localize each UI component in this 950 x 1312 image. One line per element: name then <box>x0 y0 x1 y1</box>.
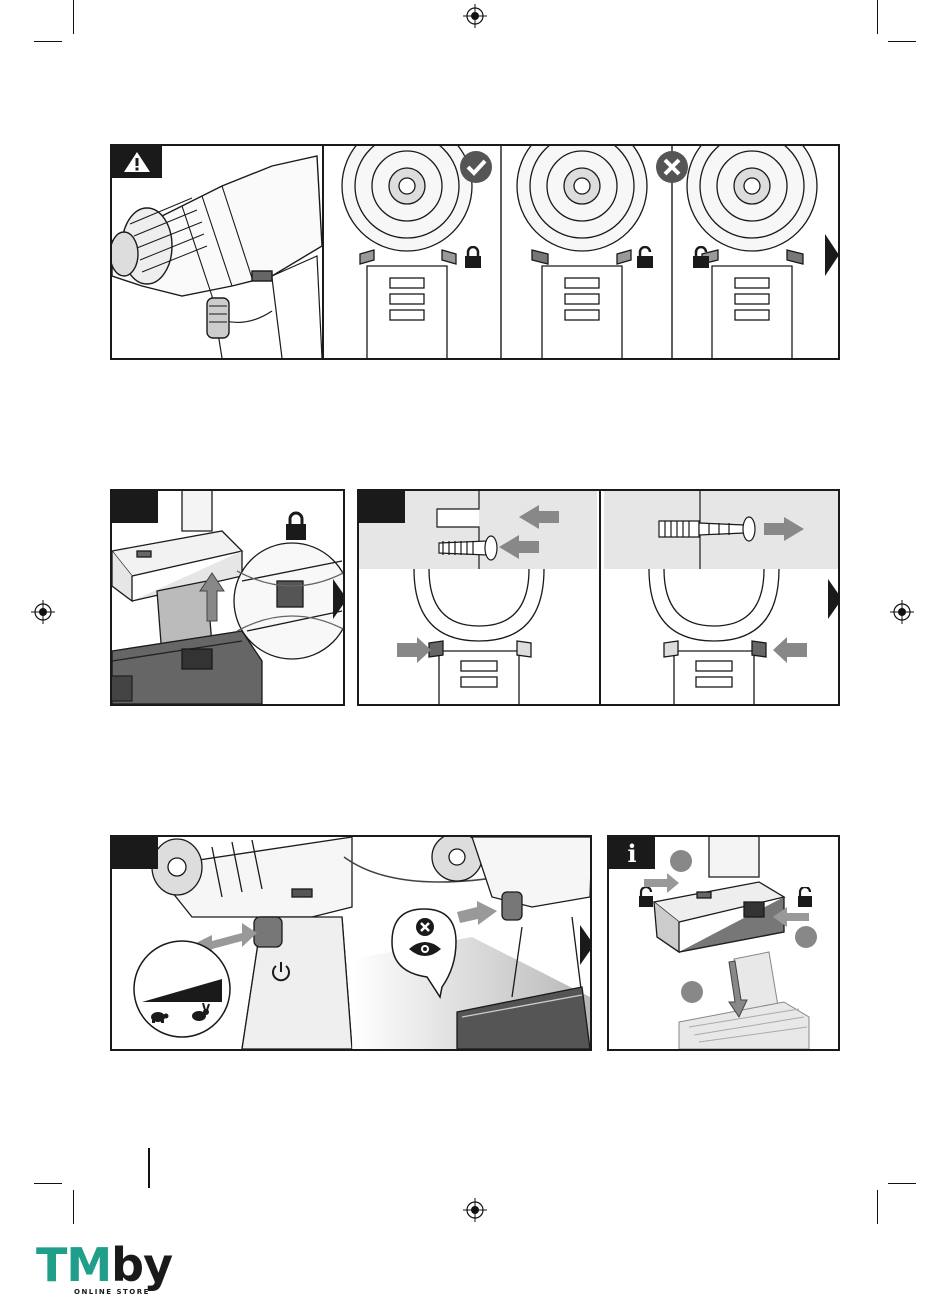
logo-tm-text: TM <box>36 1238 111 1292</box>
logo-by-text: by <box>111 1238 172 1292</box>
lock-icon <box>285 511 307 541</box>
figure-3a-panel <box>110 835 592 1051</box>
arrow-right-icon <box>333 579 345 619</box>
figure-3a-tag <box>112 837 158 869</box>
figure-2a-tag <box>112 491 158 523</box>
arrow-right-icon <box>580 925 592 965</box>
figure-2b-tag <box>359 491 405 523</box>
cross-circle-icon <box>655 150 689 184</box>
crop-mark <box>888 1183 916 1184</box>
arrow-right-icon <box>825 234 839 276</box>
registration-mark-icon <box>890 600 914 624</box>
power-icon <box>270 961 292 983</box>
crop-mark <box>877 1190 878 1224</box>
figure-3b-panel: i <box>607 835 840 1051</box>
arrow-right-icon <box>828 579 840 619</box>
drill-front-view-2 <box>517 146 647 358</box>
turtle-icon <box>148 1009 170 1023</box>
unlock-icon <box>638 887 654 907</box>
rabbit-icon <box>190 1003 212 1023</box>
cross-circle-icon <box>415 917 435 937</box>
warning-triangle-icon <box>122 150 152 174</box>
crop-mark <box>73 0 74 34</box>
page-divider-mark <box>148 1148 150 1188</box>
unlock-icon <box>692 246 710 268</box>
info-label: i <box>627 839 636 868</box>
unlock-icon <box>797 887 813 907</box>
drill-front-view-1 <box>342 146 472 358</box>
figure-2b-panel <box>357 489 840 706</box>
trigger-illustration <box>112 837 590 1049</box>
lock-icon <box>464 246 482 268</box>
registration-mark-icon <box>463 4 487 28</box>
switch-direction-illustration <box>359 491 838 704</box>
unlock-icon <box>636 246 654 268</box>
logo-subtitle: ONLINE STORE <box>74 1288 150 1296</box>
eye-icon <box>408 941 442 957</box>
check-circle-icon <box>459 150 493 184</box>
warning-tag <box>112 146 162 178</box>
figure-2a-panel <box>110 489 345 706</box>
registration-mark-icon <box>463 1198 487 1222</box>
crop-mark <box>888 41 916 42</box>
crop-mark <box>34 1183 62 1184</box>
crop-mark <box>73 1190 74 1224</box>
crop-mark <box>877 0 878 34</box>
figure-1-panel <box>110 144 840 360</box>
registration-mark-icon <box>31 600 55 624</box>
info-tag: i <box>609 837 655 869</box>
crop-mark <box>34 41 62 42</box>
tmby-logo: TMby ONLINE STORE <box>36 1238 166 1298</box>
drill-side-view <box>112 156 322 358</box>
